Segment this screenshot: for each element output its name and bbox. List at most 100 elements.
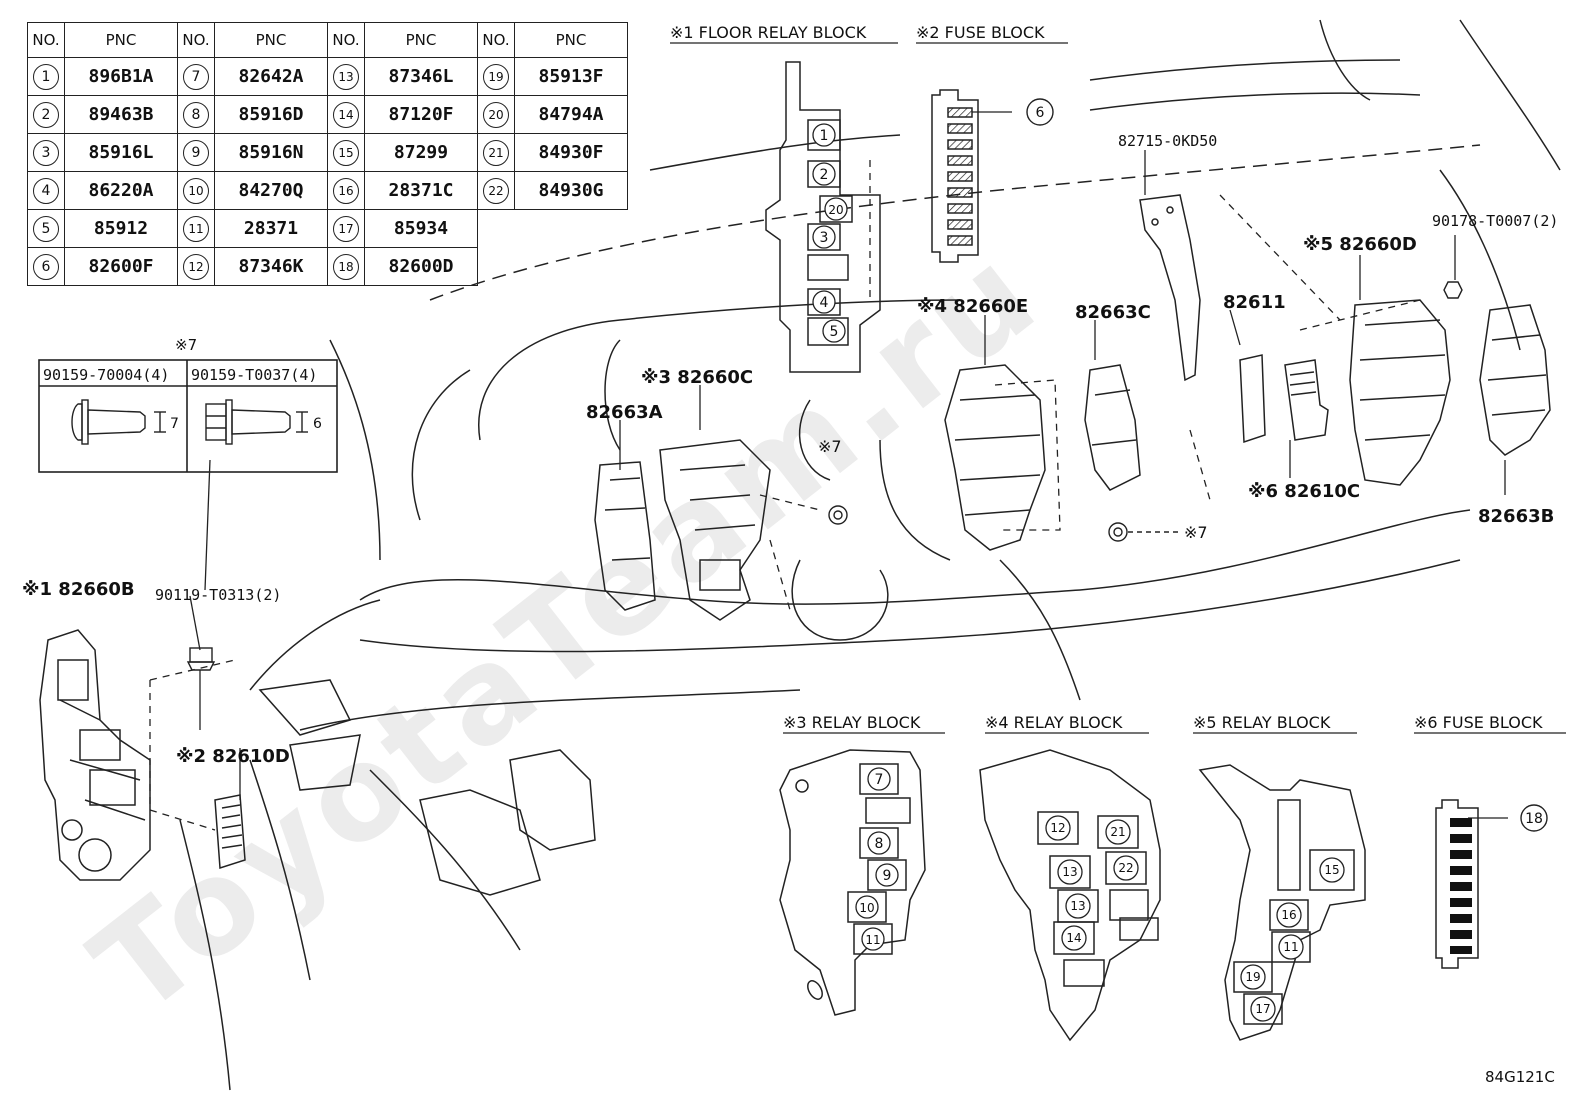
label-82663b: 82663B (1478, 506, 1554, 527)
table-cell-pnc: 28371C (364, 171, 478, 210)
bolt-right-icon (205, 399, 308, 445)
number-badge: 1 (33, 63, 59, 90)
table-cell-no: 14 (327, 95, 365, 134)
number-badge: 21 (483, 139, 509, 166)
table-cell-pnc: 87346L (364, 57, 478, 96)
bolt-right-part: 90159-T0037(4) (191, 366, 317, 384)
number-badge: 19 (483, 63, 509, 90)
relay-block-3-layout (779, 749, 926, 1016)
relay-block-82660c (659, 439, 771, 621)
b1-callout: 2 (820, 167, 829, 183)
table-cell-pnc: 896B1A (64, 57, 178, 96)
table-cell-pnc: 84270Q (214, 171, 328, 210)
b4-callout: 14 (1066, 931, 1081, 945)
watermark: ToyotaTeam.ru (66, 216, 1067, 1045)
table-cell-no: 20 (477, 95, 515, 134)
relay-bracket-82663c (1084, 364, 1141, 491)
b5-callout: 17 (1255, 1002, 1270, 1016)
table-cell-pnc: 82642A (214, 57, 328, 96)
header-pnc: PNC (364, 22, 478, 58)
fuse-block-2-layout (931, 89, 979, 263)
table-cell-pnc: 28371 (214, 209, 328, 248)
bolt-table-ref: ※7 (175, 336, 197, 354)
b4-callout: 22 (1118, 861, 1133, 875)
block3-callouts: 7 8 9 10 11 (855, 767, 899, 951)
fuse-callouts: 6 18 (1026, 98, 1548, 832)
callout-fuse6: 18 (1525, 811, 1543, 827)
floor-relay-block-82660b (39, 629, 151, 881)
title-relay-block-3: ※3 RELAY BLOCK (783, 713, 921, 732)
table-cell-no: 12 (177, 247, 215, 286)
b4-callout: 13 (1062, 865, 1077, 879)
title-floor-relay-block: ※1 FLOOR RELAY BLOCK (670, 23, 867, 42)
bolt-left-icon (71, 399, 166, 445)
b1-callout: 4 (820, 295, 829, 311)
diagram-code: 84G121C (1485, 1068, 1555, 1086)
dashboard-outline (179, 19, 1561, 1091)
number-badge: 16 (333, 177, 359, 204)
b5-callout: 11 (1283, 940, 1298, 954)
label-90178: 90178-T0007(2) (1432, 212, 1558, 230)
b3-callout: 7 (875, 772, 884, 788)
number-badge: 18 (333, 253, 359, 280)
table-cell-pnc: 85934 (364, 209, 478, 248)
bolt-table: ※7 90159-70004(4) 90159-T0037(4) 7 6 (38, 336, 338, 473)
b5-callout: 19 (1245, 970, 1260, 984)
table-cell-no: 7 (177, 57, 215, 96)
header-no: NO. (327, 22, 365, 58)
title-relay-block-5: ※5 RELAY BLOCK (1193, 713, 1331, 732)
relay-block-82660d (1349, 299, 1451, 486)
b5-callout: 15 (1324, 863, 1339, 877)
b3-callout: 9 (883, 868, 892, 884)
label-82610d: ※2 82610D (176, 746, 290, 767)
title-fuse-block-6: ※6 FUSE BLOCK (1414, 713, 1543, 732)
label-82660c: ※3 82660C (641, 367, 753, 388)
table-cell-no: 9 (177, 133, 215, 172)
table-cell-pnc: 85912 (64, 209, 178, 248)
b1-callout: 5 (830, 324, 839, 340)
number-badge: 3 (33, 139, 59, 166)
number-badge: 4 (33, 177, 59, 204)
number-badge: 5 (33, 215, 59, 242)
label-82715: 82715-0KD50 (1118, 132, 1217, 150)
label-82610c: ※6 82610C (1248, 481, 1360, 502)
b3-callout: 8 (875, 836, 884, 852)
header-pnc: PNC (64, 22, 178, 58)
table-cell-no: 16 (327, 171, 365, 210)
number-badge: 13 (333, 63, 359, 90)
bolt-left-part: 90159-70004(4) (43, 366, 169, 384)
callout-fuse2: 6 (1036, 105, 1045, 121)
table-cell-pnc: 86220A (64, 171, 178, 210)
b4-callout: 12 (1050, 821, 1065, 835)
number-badge: 8 (183, 101, 209, 128)
number-badge: 14 (333, 101, 359, 128)
number-badge: 9 (183, 139, 209, 166)
table-cell-no: 2 (27, 95, 65, 134)
table-header-row: NO. PNC NO. PNC NO. PNC NO. PNC (27, 22, 628, 58)
block-titles: ※1 FLOOR RELAY BLOCK ※2 FUSE BLOCK ※3 RE… (670, 23, 1566, 734)
table-cell-no: 15 (327, 133, 365, 172)
relay-bracket-82663a (594, 461, 656, 611)
part-labels: ※1 82660B 90119-T0313(2) ※2 82610D 82663… (22, 132, 1558, 767)
header-no: NO. (177, 22, 215, 58)
screw-ref7-lower (1108, 522, 1180, 542)
block4-callouts: 12 21 13 22 13 14 (1045, 815, 1139, 951)
bolt-90119 (186, 647, 216, 671)
label-90119: 90119-T0313(2) (155, 586, 281, 604)
b4-callout: 21 (1110, 825, 1125, 839)
number-badge: 10 (183, 177, 209, 204)
table-cell-pnc: 82600F (64, 247, 178, 286)
table-cell-pnc: 85916L (64, 133, 178, 172)
label-82660b: ※1 82660B (22, 579, 135, 600)
title-fuse-block-2: ※2 FUSE BLOCK (916, 23, 1045, 42)
label-82660e: ※4 82660E (917, 296, 1028, 317)
b3-callout: 11 (865, 933, 880, 947)
nut-90178 (1443, 281, 1463, 299)
bolt-right-dim: 6 (313, 416, 322, 432)
